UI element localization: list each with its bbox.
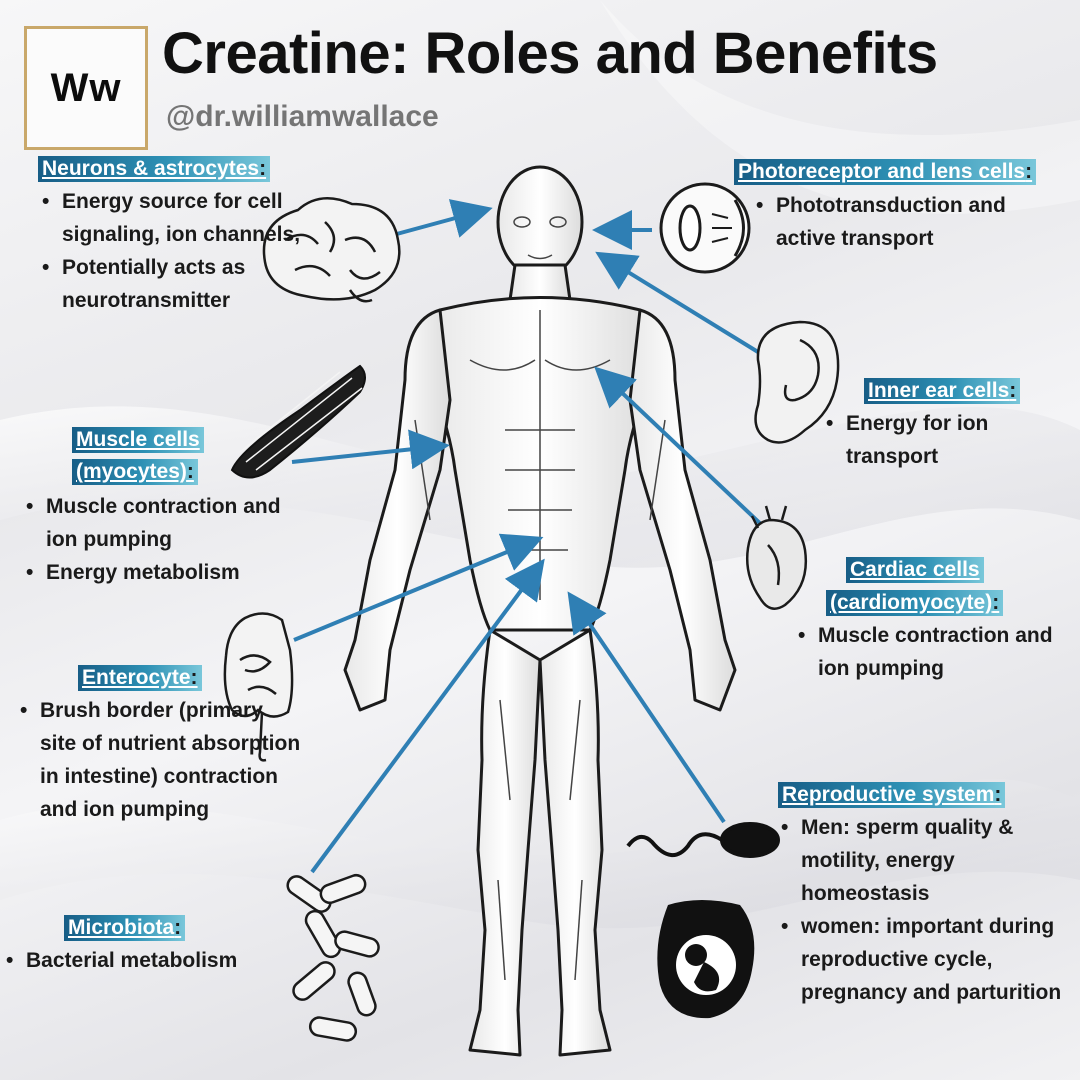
microbiota-bullets: Bacterial metabolism bbox=[2, 944, 282, 977]
neurons-label: Neurons & astrocytes: bbox=[38, 156, 271, 182]
enterocyte-label: Enterocyte: bbox=[78, 665, 202, 691]
arrow-microbiota bbox=[310, 558, 545, 874]
reproductive-label: Reproductive system: bbox=[778, 782, 1006, 808]
arrows bbox=[291, 199, 767, 874]
cardiac-bullets: Muscle contraction and ion pumping bbox=[794, 619, 1064, 685]
photoreceptor-label-text: Photoreceptor and lens cells bbox=[738, 160, 1026, 183]
muscle-bullet-1: Muscle contraction and ion pumping bbox=[22, 490, 292, 556]
arrow-brain bbox=[381, 199, 493, 240]
reproductive-bullet-2: women: important during reproductive cyc… bbox=[777, 910, 1062, 1009]
microbiota-label: Microbiota: bbox=[64, 915, 186, 941]
muscle-label-line2-text: (myocytes) bbox=[76, 460, 187, 483]
inner-ear-label-text: Inner ear cells bbox=[868, 379, 1010, 402]
reproductive-label-text: Reproductive system bbox=[782, 783, 995, 806]
muscle-bullet-2: Energy metabolism bbox=[22, 556, 292, 589]
pregnancy-icon bbox=[657, 900, 755, 1019]
arrow-heart bbox=[594, 366, 767, 530]
reproductive-bullet-1: Men: sperm quality & motility, energy ho… bbox=[777, 811, 1062, 910]
photoreceptor-bullet-1: Phototransduction and active transport bbox=[752, 189, 1062, 255]
muscle-label-line2: (myocytes): bbox=[72, 459, 198, 485]
inner-ear-bullets: Energy for ion transport bbox=[822, 407, 1022, 473]
ear-icon bbox=[754, 320, 840, 444]
cardiac-label-line1: Cardiac cells bbox=[846, 557, 984, 583]
reproductive-bullets: Men: sperm quality & motility, energy ho… bbox=[777, 811, 1062, 1009]
eye-icon bbox=[659, 182, 751, 274]
neurons-bullets: Energy source for cell signaling, ion ch… bbox=[38, 185, 338, 317]
muscle-fiber-icon bbox=[230, 364, 366, 479]
arrow-reproductive bbox=[567, 591, 726, 824]
arrow-muscle bbox=[291, 429, 450, 470]
cardiac-label-line2: (cardiomyocyte): bbox=[826, 590, 1004, 616]
muscle-bullets: Muscle contraction and ion pumping Energ… bbox=[22, 490, 292, 589]
brand-logo-text: Ww bbox=[50, 65, 122, 110]
microbiota-bullet-1: Bacterial metabolism bbox=[2, 944, 282, 977]
arrow-ear bbox=[595, 251, 760, 354]
photoreceptor-label: Photoreceptor and lens cells: bbox=[734, 159, 1037, 185]
neurons-bullet-1: Energy source for cell signaling, ion ch… bbox=[38, 185, 338, 251]
microbiota-label-text: Microbiota bbox=[68, 916, 175, 939]
neurons-label-text: Neurons & astrocytes bbox=[42, 157, 260, 180]
muscle-label-line1: Muscle cells bbox=[72, 427, 204, 453]
heart-icon bbox=[746, 505, 807, 610]
arrow-intestine bbox=[293, 533, 544, 642]
inner-ear-label: Inner ear cells: bbox=[864, 378, 1021, 404]
enterocyte-label-text: Enterocyte bbox=[82, 666, 191, 689]
inner-ear-bullet-1: Energy for ion transport bbox=[822, 407, 1022, 473]
bacteria-icon bbox=[286, 873, 380, 1042]
brand-logo: Ww bbox=[24, 26, 148, 150]
muscle-label-line1-text: Muscle cells bbox=[76, 428, 200, 451]
enterocyte-bullet-1: Brush border (primary site of nutrient a… bbox=[16, 694, 301, 826]
cardiac-label-line2-text: (cardiomyocyte) bbox=[830, 591, 993, 614]
neurons-bullet-2: Potentially acts as neurotransmitter bbox=[38, 251, 338, 317]
author-handle: @dr.williamwallace bbox=[166, 100, 439, 133]
cardiac-bullet-1: Muscle contraction and ion pumping bbox=[794, 619, 1064, 685]
cardiac-label-line1-text: Cardiac cells bbox=[850, 558, 980, 581]
photoreceptor-bullets: Phototransduction and active transport bbox=[752, 189, 1062, 255]
sperm-icon bbox=[626, 822, 780, 858]
enterocyte-bullets: Brush border (primary site of nutrient a… bbox=[16, 694, 301, 826]
page-title: Creatine: Roles and Benefits bbox=[162, 21, 938, 86]
